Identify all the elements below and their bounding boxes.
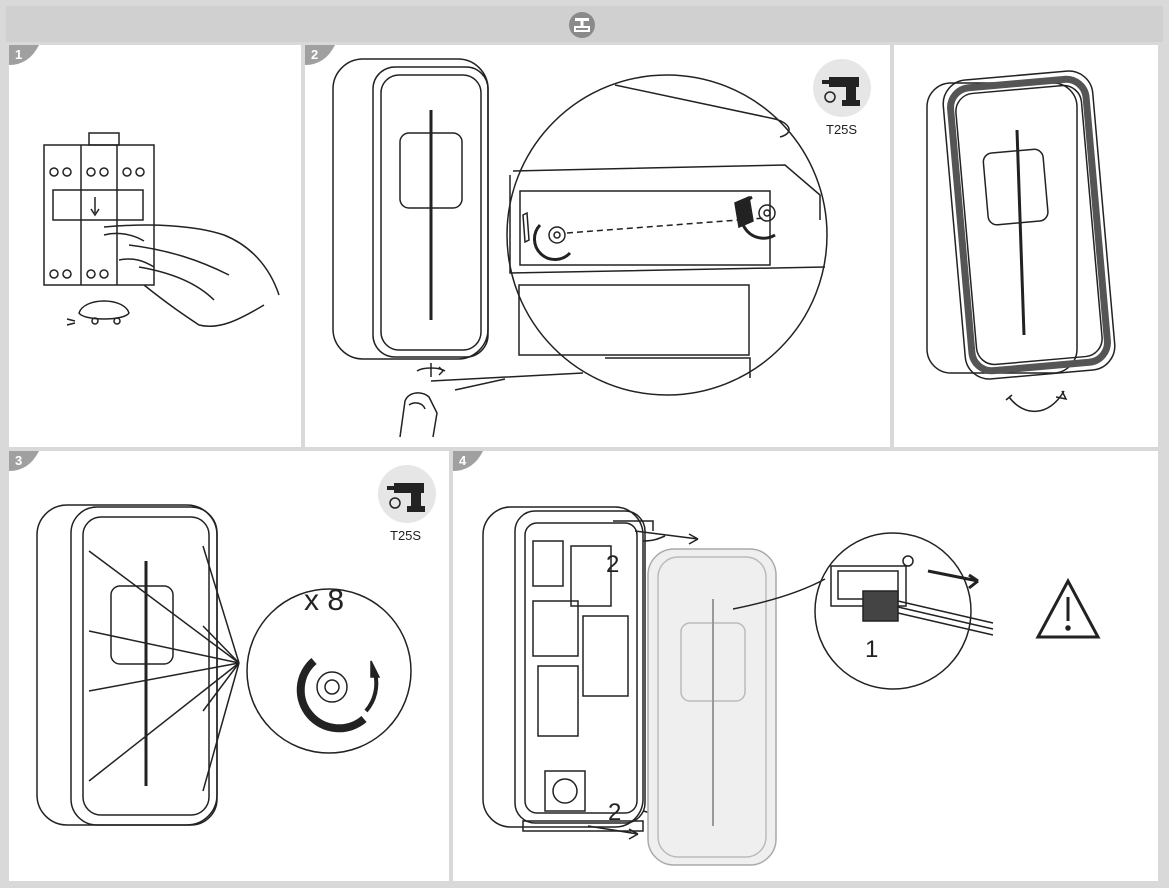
step-2-panel: 2 T25S bbox=[305, 45, 890, 447]
step-2b-panel bbox=[894, 45, 1158, 447]
step-3-number: 3 bbox=[15, 453, 23, 468]
step-2-number: 2 bbox=[311, 47, 319, 62]
step-4-number: 4 bbox=[459, 453, 467, 468]
step-3-tab bbox=[9, 451, 39, 471]
screw-detail-magnifier bbox=[430, 74, 828, 396]
screw-count-label: x 8 bbox=[304, 584, 345, 617]
step-4-tab bbox=[453, 451, 483, 471]
tool-label: T25S bbox=[826, 122, 858, 137]
drill-icon bbox=[813, 59, 871, 117]
callout-2-bottom: 2 bbox=[608, 799, 622, 826]
charger-internals-illustration bbox=[482, 506, 1101, 866]
step-1-number: 1 bbox=[15, 47, 23, 62]
step-2-tab bbox=[305, 45, 335, 65]
charger-front-cover-illustration bbox=[332, 58, 489, 438]
step-1-tab bbox=[9, 45, 39, 65]
cover-tilt-illustration bbox=[926, 70, 1116, 413]
charger-frame-illustration bbox=[36, 504, 412, 826]
tool-label: T25S bbox=[390, 528, 422, 543]
callout-2-top: 2 bbox=[606, 551, 620, 578]
drill-icon bbox=[378, 465, 436, 523]
step-4-panel: 4 bbox=[453, 451, 1158, 881]
step-3-panel: 3 T25S bbox=[9, 451, 449, 881]
circuit-breaker-illustration bbox=[43, 132, 280, 327]
remove-cover-icon bbox=[569, 12, 595, 38]
callout-1: 1 bbox=[865, 636, 879, 663]
step-1-panel: 1 bbox=[9, 45, 301, 447]
